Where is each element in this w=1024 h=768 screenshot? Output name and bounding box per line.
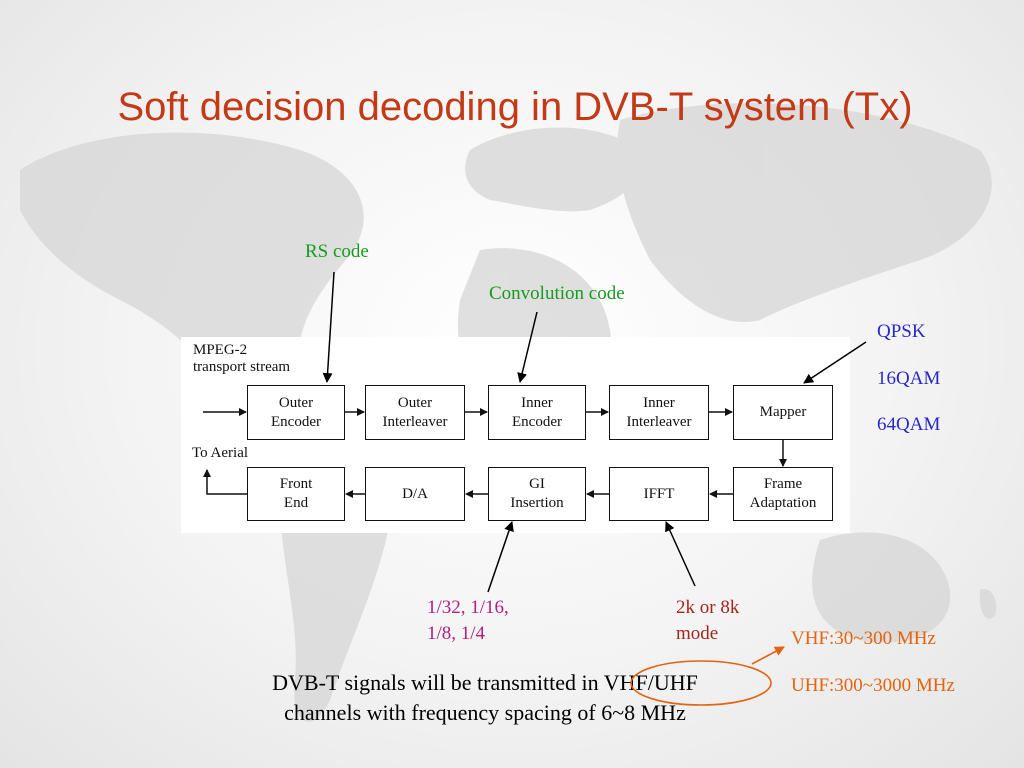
rs-code-label: RS code — [305, 241, 369, 262]
inner-interleaver-block: Inner Interleaver — [609, 385, 709, 440]
uhf-range-label: UHF:300~3000 MHz — [791, 675, 955, 696]
gi-insertion-block: GI Insertion — [488, 467, 586, 521]
frame-adaptation-block: Frame Adaptation — [733, 467, 833, 521]
diagram-arrows — [203, 408, 787, 498]
block-diagram-panel: MPEG-2 transport stream To Aerial Outer … — [181, 337, 850, 533]
da-block: D/A — [365, 467, 465, 521]
outer-encoder-block: Outer Encoder — [247, 385, 345, 440]
16qam-label: 16QAM — [877, 368, 941, 389]
64qam-label: 64QAM — [877, 414, 941, 435]
output-label: To Aerial — [192, 445, 249, 461]
qpsk-label: QPSK — [877, 321, 926, 342]
mapper-block: Mapper — [733, 385, 833, 440]
input-label: MPEG-2 transport stream — [193, 342, 291, 375]
front-end-block: Front End — [247, 467, 345, 521]
guard-interval-label: 1/32, 1/16, 1/8, 1/4 — [427, 597, 509, 644]
fft-mode-label: 2k or 8k mode — [676, 597, 740, 644]
inner-encoder-block: Inner Encoder — [488, 385, 586, 440]
slide-title: Soft decision decoding in DVB-T system (… — [117, 85, 913, 129]
ifft-block: IFFT — [609, 467, 709, 521]
vhf-range-label: VHF:30~300 MHz — [791, 628, 936, 649]
convolution-code-label: Convolution code — [489, 283, 625, 304]
outer-interleaver-block: Outer Interleaver — [365, 385, 465, 440]
output-arrow — [203, 469, 247, 495]
caption-text: DVB-T signals will be transmitted in VHF… — [272, 670, 698, 725]
